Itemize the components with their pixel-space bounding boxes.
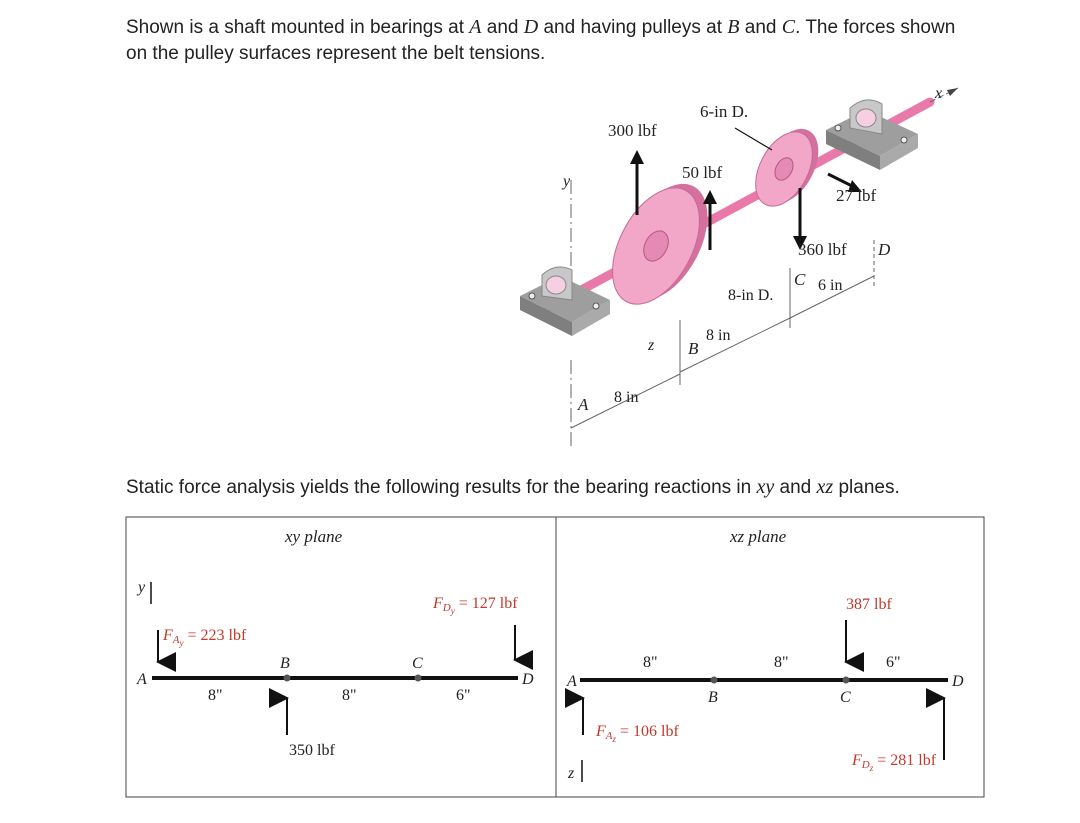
analysis-part: Static force analysis yields the followi… xyxy=(126,477,757,498)
xz-node-b xyxy=(710,676,718,684)
analysis-xz: xz xyxy=(816,476,834,498)
intro-part: Shown is a shaft mounted in bearings at xyxy=(126,17,470,38)
xy-plane-panel: xy plane y FAy = 223 lbf FDy = 127 lbf 3… xyxy=(136,527,534,759)
intro-point-a: A xyxy=(469,16,482,38)
xy-span-cd: 6" xyxy=(456,687,471,704)
xy-node-c xyxy=(414,674,422,682)
bearing-a xyxy=(520,266,610,336)
x-axis-arrow xyxy=(947,88,958,96)
intro-part: and having pulleys at xyxy=(538,17,728,38)
xz-span-bc: 8" xyxy=(774,654,789,671)
pulley-b xyxy=(612,183,708,305)
xz-span-cd: 6" xyxy=(886,654,901,671)
label-6-in: 6 in xyxy=(818,277,842,294)
analysis-text: Static force analysis yields the followi… xyxy=(126,474,1006,501)
xy-label-b: B xyxy=(280,655,290,672)
force-arrows xyxy=(630,127,862,250)
pulley-c xyxy=(755,128,819,207)
label-8-in-ab: 8 in xyxy=(614,389,638,406)
xz-fdz-label: FDz = 281 lbf xyxy=(851,752,937,773)
label-point-d: D xyxy=(877,240,891,259)
label-point-a: A xyxy=(577,395,589,414)
xz-387-label: 387 lbf xyxy=(846,596,892,613)
xy-label-d: D xyxy=(521,671,534,688)
pulley-c-diameter-leader xyxy=(734,127,773,151)
label-axis-z: z xyxy=(647,337,655,354)
xz-axis-label: z xyxy=(567,765,575,782)
xy-span-bc: 8" xyxy=(342,687,357,704)
xz-label-d: D xyxy=(951,673,964,690)
label-8-in-bc: 8 in xyxy=(706,327,730,344)
shaft-illustration: 300 lbf 6-in D. 50 lbf 27 lbf 360 lbf D … xyxy=(520,85,959,450)
label-8in-diameter: 8-in D. xyxy=(728,287,773,304)
intro-part: and xyxy=(481,17,524,38)
fbd-frame xyxy=(125,516,985,798)
label-point-b: B xyxy=(688,339,699,358)
intro-part: . The forces shown on the pulley surface… xyxy=(126,17,956,64)
label-axis-x: x xyxy=(934,85,942,102)
label-50-lbf: 50 lbf xyxy=(682,163,722,182)
label-360-lbf: 360 lbf xyxy=(798,240,847,259)
xy-span-ab: 8" xyxy=(208,687,223,704)
intro-point-d: D xyxy=(523,16,539,38)
analysis-part: planes. xyxy=(833,477,900,498)
xy-node-b xyxy=(283,674,291,682)
xz-faz-label: FAz = 106 lbf xyxy=(595,723,680,744)
bearing-d xyxy=(826,99,918,170)
xz-node-c xyxy=(842,676,850,684)
label-27-lbf: 27 lbf xyxy=(836,186,876,205)
intro-text: Shown is a shaft mounted in bearings at … xyxy=(126,14,966,67)
xy-axis-label: y xyxy=(136,579,146,596)
xy-350-label: 350 lbf xyxy=(289,742,335,759)
xz-label-c: C xyxy=(840,689,851,706)
xy-label-c: C xyxy=(412,655,423,672)
intro-part: and xyxy=(739,17,782,38)
xy-fdy-label: FDy = 127 lbf xyxy=(432,595,518,616)
analysis-xy: xy xyxy=(756,476,775,498)
intro-point-c: C xyxy=(781,16,796,38)
xz-label-b: B xyxy=(708,689,718,706)
xz-plane-title: xz plane xyxy=(729,527,787,546)
intro-point-b: B xyxy=(727,16,740,38)
xz-span-ab: 8" xyxy=(643,654,658,671)
label-6in-diameter: 6-in D. xyxy=(700,102,748,121)
label-300-lbf: 300 lbf xyxy=(608,121,657,140)
xy-label-a: A xyxy=(136,671,147,688)
x-axis-line xyxy=(929,87,959,103)
label-point-c: C xyxy=(794,270,806,289)
xz-plane-panel: xz plane z FAz = 106 lbf 387 lbf FDz = 2… xyxy=(565,527,964,782)
analysis-part: and xyxy=(774,477,817,498)
xy-plane-title: xy plane xyxy=(284,527,343,546)
label-axis-y: y xyxy=(561,173,571,190)
xz-label-a: A xyxy=(566,673,577,690)
xy-fay-label: FAy = 223 lbf xyxy=(162,627,247,648)
